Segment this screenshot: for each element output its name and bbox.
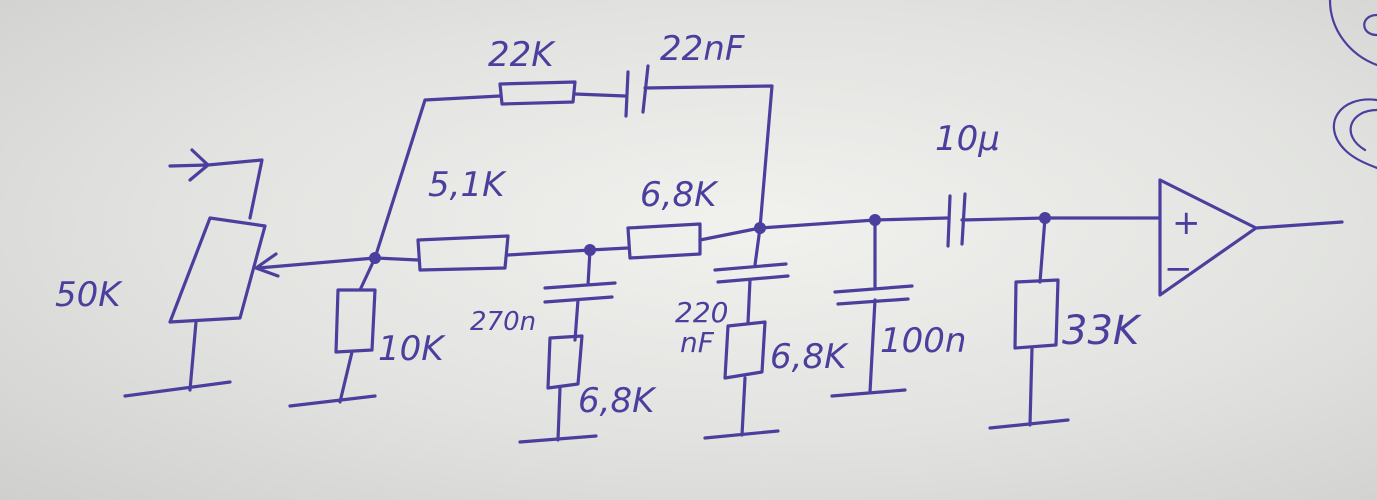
opamp-plus: +: [1172, 203, 1201, 243]
label-100n: 100n: [880, 321, 966, 361]
input-arrow: [168, 148, 264, 220]
label-6-8k-2: 6,8K: [770, 337, 849, 377]
opamp: [1158, 178, 1344, 297]
label-270n: 270n: [470, 307, 536, 337]
cap-100n: [830, 218, 914, 398]
series-path: [373, 192, 1162, 272]
label-220: 220: [675, 296, 728, 329]
potentiometer-50k: [123, 216, 377, 398]
resistor-10k: [288, 256, 377, 408]
label-nf: nF: [680, 326, 715, 359]
margin-doodles: [1328, 0, 1377, 170]
cap-220nf-branch: [703, 226, 790, 440]
label-22k: 22K: [488, 35, 556, 75]
label-10k: 10K: [378, 329, 446, 369]
label-33k: 33K: [1062, 308, 1142, 354]
label-6-8k-1: 6,8K: [578, 381, 657, 421]
label-10u: 10μ: [935, 119, 1000, 159]
label-22nf: 22nF: [660, 29, 745, 69]
label-50k: 50K: [55, 275, 123, 315]
resistor-33k: [988, 216, 1070, 430]
opamp-minus: −: [1164, 249, 1193, 289]
cap-270n-branch: [518, 248, 617, 444]
label-5-1k: 5,1K: [428, 165, 507, 205]
feedback-network: [373, 64, 774, 260]
label-6-8k-series: 6,8K: [640, 175, 719, 215]
